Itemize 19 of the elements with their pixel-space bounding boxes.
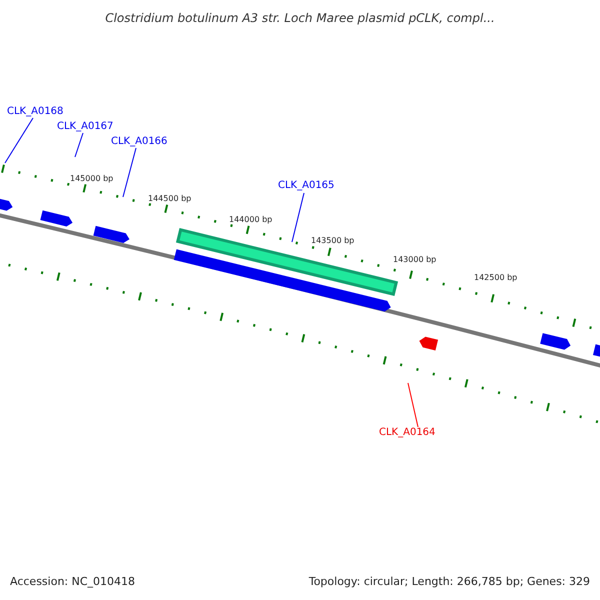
- gene-label: CLK_A0166: [111, 137, 168, 147]
- map-title: Clostridium botulinum A3 str. Loch Maree plasmid pCLK, compl...: [104, 12, 496, 24]
- leader-line: [74, 132, 84, 158]
- position-label: 142500 bp: [474, 274, 518, 282]
- leader-line: [408, 382, 418, 428]
- leader-line: [4, 118, 34, 164]
- gene-label: CLK_A0164: [379, 428, 436, 438]
- position-label: 143000 bp: [393, 256, 436, 264]
- position-label: 145000 bp: [70, 175, 114, 183]
- position-label: 144500 bp: [148, 195, 192, 203]
- gene-label: CLK_A0165: [278, 181, 334, 191]
- leader-line: [122, 148, 136, 198]
- position-label: 143500 bp: [311, 237, 354, 245]
- accession-text: Accession: NC_010418: [10, 576, 136, 587]
- genome-info-text: Topology: circular; Length: 266,785 bp; Genes: 329: [308, 576, 590, 587]
- leader-line: [292, 192, 304, 242]
- gene-label: CLK_A0167: [57, 122, 114, 132]
- gene-label: CLK_A0168: [7, 107, 64, 117]
- position-label: 144000 bp: [229, 216, 272, 224]
